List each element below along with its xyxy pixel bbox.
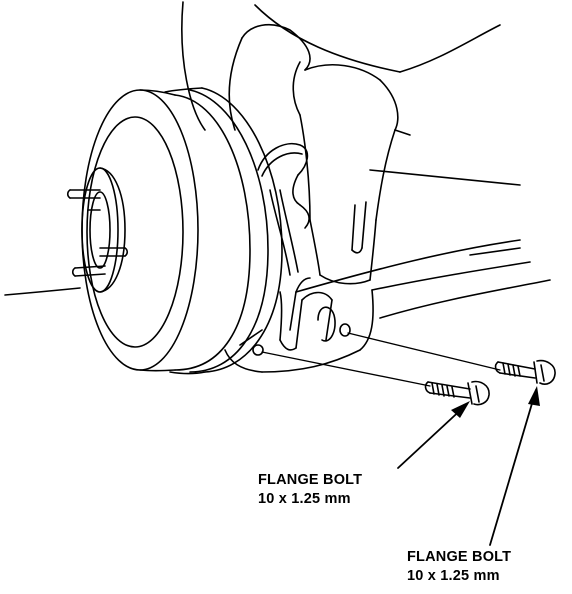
shock-absorber <box>299 114 396 285</box>
brake-drum <box>81 87 283 375</box>
brake-hose <box>257 143 310 276</box>
flange-bolt-1 <box>424 380 490 406</box>
flange-bolt-size-1: 10 x 1.25 mm <box>258 491 351 507</box>
arrowhead-2 <box>528 386 540 406</box>
wheel-hub <box>66 167 129 293</box>
flange-bolt-label-1: FLANGE BOLT 10 x 1.25 mm <box>258 471 362 509</box>
strut-housing <box>181 1 521 186</box>
arrow-2 <box>489 389 537 546</box>
flange-bolt-size-2: 10 x 1.25 mm <box>407 568 500 584</box>
axle-beam <box>295 239 551 319</box>
lower-mount-bracket <box>224 277 374 373</box>
flange-bolt-label-2: FLANGE BOLT 10 x 1.25 mm <box>407 548 511 586</box>
flange-bolt-name-1: FLANGE BOLT <box>258 472 363 488</box>
flange-bolt-name-2: FLANGE BOLT <box>407 549 512 565</box>
flange-bolt-2 <box>494 359 556 385</box>
arrow-1 <box>397 404 467 469</box>
callout-arrows <box>397 389 537 546</box>
leader-line-left <box>4 287 81 296</box>
bolt-insertion-lines <box>261 332 501 387</box>
arrowhead-1 <box>451 401 470 418</box>
